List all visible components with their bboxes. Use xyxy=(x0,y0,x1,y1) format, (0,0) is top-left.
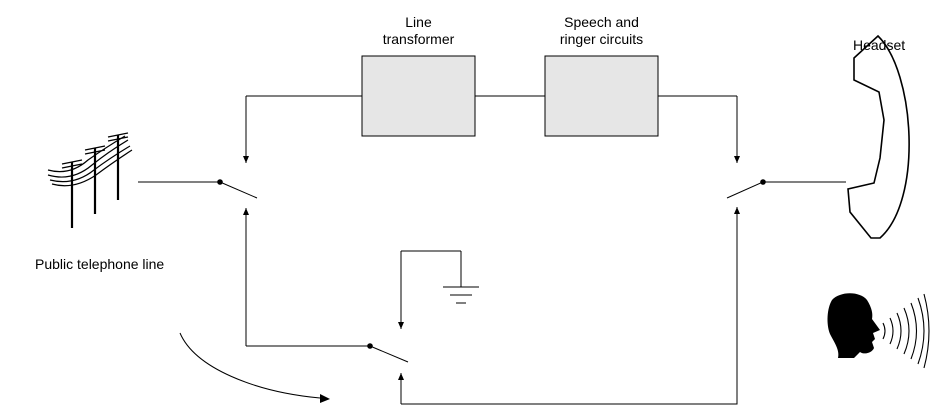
speech-ringer-label-line2: ringer circuits xyxy=(559,31,644,47)
headset-label: Headset xyxy=(853,37,906,53)
switch-right-blade xyxy=(726,181,764,199)
line-transformer-label-line1: Line xyxy=(405,14,432,30)
curved-motion-arrow xyxy=(179,332,321,399)
telephone-pole-icon xyxy=(47,132,133,228)
ground-symbol-icon xyxy=(443,251,479,304)
line-transformer-label: Line transformer xyxy=(362,14,475,48)
public-telephone-line-label: Public telephone line xyxy=(35,256,165,272)
line-transformer-box xyxy=(361,55,476,137)
speaking-head-icon xyxy=(827,293,930,369)
wire-bottom-loop xyxy=(401,208,738,405)
switch-left-blade xyxy=(219,181,258,199)
line-transformer-label-line2: transformer xyxy=(382,31,455,47)
curved-arrow-head xyxy=(320,394,330,403)
speech-ringer-label-line1: Speech and xyxy=(564,14,639,30)
speech-ringer-box xyxy=(544,55,659,137)
telephone-handset-icon xyxy=(847,34,910,239)
speech-ringer-label: Speech and ringer circuits xyxy=(530,14,673,48)
switch-center-blade xyxy=(369,345,409,363)
